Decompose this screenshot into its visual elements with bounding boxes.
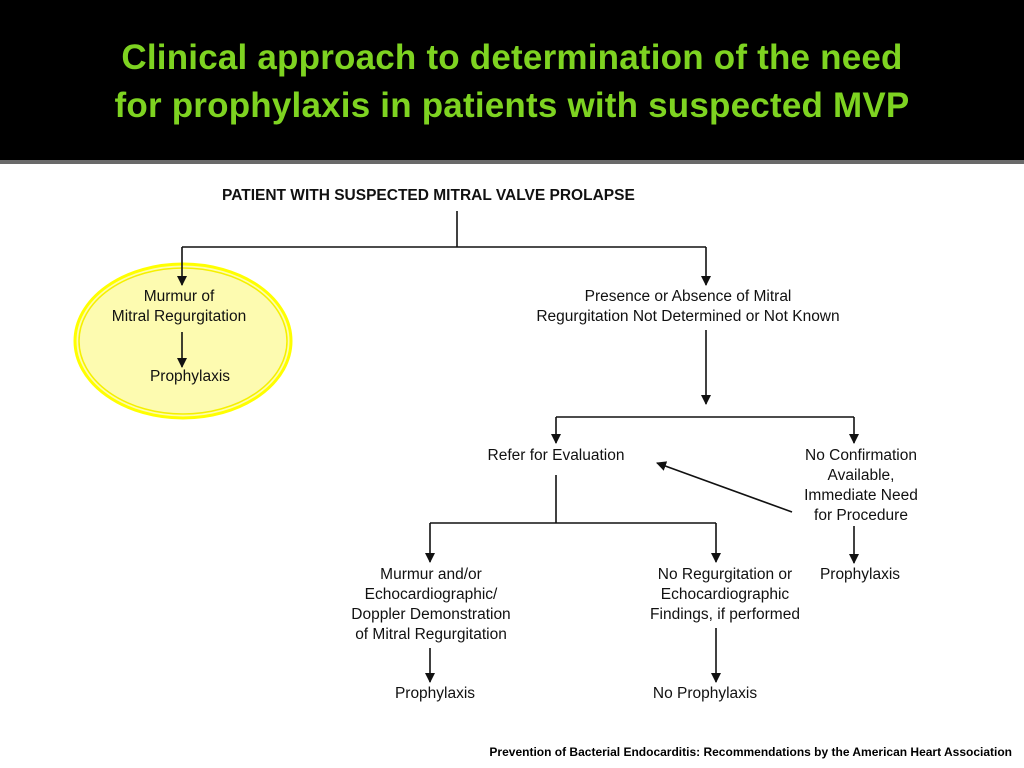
node-murmur-echo-doppler-line-3: Doppler Demonstration xyxy=(351,606,511,623)
node-no-regurgitation: No Regurgitation or Echocardiographic Fi… xyxy=(632,565,818,625)
node-refer-for-evaluation: Refer for Evaluation xyxy=(470,446,642,466)
node-no-confirmation-line-2: Available, xyxy=(827,467,895,484)
node-refer-for-evaluation-label: Refer for Evaluation xyxy=(487,447,625,464)
title-bar: Clinical approach to determination of th… xyxy=(0,0,1024,164)
node-murmur-of-mr: Murmur of Mitral Regurgitation xyxy=(94,287,264,327)
node-no-confirmation-line-4: for Procedure xyxy=(814,507,908,524)
node-prophylaxis-bottom: Prophylaxis xyxy=(380,684,490,704)
node-no-regurgitation-line-1: No Regurgitation or xyxy=(657,566,793,583)
node-prophylaxis-left: Prophylaxis xyxy=(140,367,240,387)
node-murmur-of-mr-line-2: Mitral Regurgitation xyxy=(111,308,247,325)
node-prophylaxis-right: Prophylaxis xyxy=(805,565,915,585)
highlight-ellipse-inner xyxy=(78,267,288,415)
slide-title-line-1: Clinical approach to determination of th… xyxy=(121,38,903,77)
node-mr-not-determined-line-1: Presence or Absence of Mitral xyxy=(584,288,792,305)
node-no-confirmation-line-3: Immediate Need xyxy=(804,487,918,504)
node-no-prophylaxis: No Prophylaxis xyxy=(640,684,770,704)
slide-title: Clinical approach to determination of th… xyxy=(30,34,994,130)
node-prophylaxis-left-label: Prophylaxis xyxy=(149,368,231,385)
node-no-confirmation: No Confirmation Available, Immediate Nee… xyxy=(786,446,936,526)
node-mr-not-determined: Presence or Absence of Mitral Regurgitat… xyxy=(510,287,866,327)
node-murmur-echo-doppler: Murmur and/or Echocardiographic/ Doppler… xyxy=(336,565,526,645)
node-no-regurgitation-line-3: Findings, if performed xyxy=(650,606,800,623)
slide-title-line-2: for prophylaxis in patients with suspect… xyxy=(114,86,910,125)
node-no-confirmation-line-1: No Confirmation xyxy=(805,447,917,464)
arrow-no-confirmation-to-evaluation xyxy=(656,461,793,513)
node-murmur-echo-doppler-line-1: Murmur and/or xyxy=(380,566,482,583)
node-mr-not-determined-line-2: Regurgitation Not Determined or Not Know… xyxy=(536,308,840,325)
node-prophylaxis-bottom-label: Prophylaxis xyxy=(394,685,476,702)
node-patient-suspected-mvp: PATIENT WITH SUSPECTED MITRAL VALVE PROL… xyxy=(222,186,635,206)
node-murmur-of-mr-line-1: Murmur of xyxy=(143,288,215,305)
title-divider xyxy=(0,160,1024,164)
source-citation: Prevention of Bacterial Endocarditis: Re… xyxy=(489,745,1012,759)
node-murmur-echo-doppler-line-2: Echocardiographic/ xyxy=(364,586,498,603)
highlight-ellipse xyxy=(73,262,293,420)
node-murmur-echo-doppler-line-4: of Mitral Regurgitation xyxy=(355,626,507,643)
node-no-prophylaxis-label: No Prophylaxis xyxy=(652,685,758,702)
node-patient-suspected-mvp-label: PATIENT WITH SUSPECTED MITRAL VALVE PROL… xyxy=(222,187,635,204)
node-no-regurgitation-line-2: Echocardiographic xyxy=(660,586,790,603)
node-prophylaxis-right-label: Prophylaxis xyxy=(819,566,901,583)
